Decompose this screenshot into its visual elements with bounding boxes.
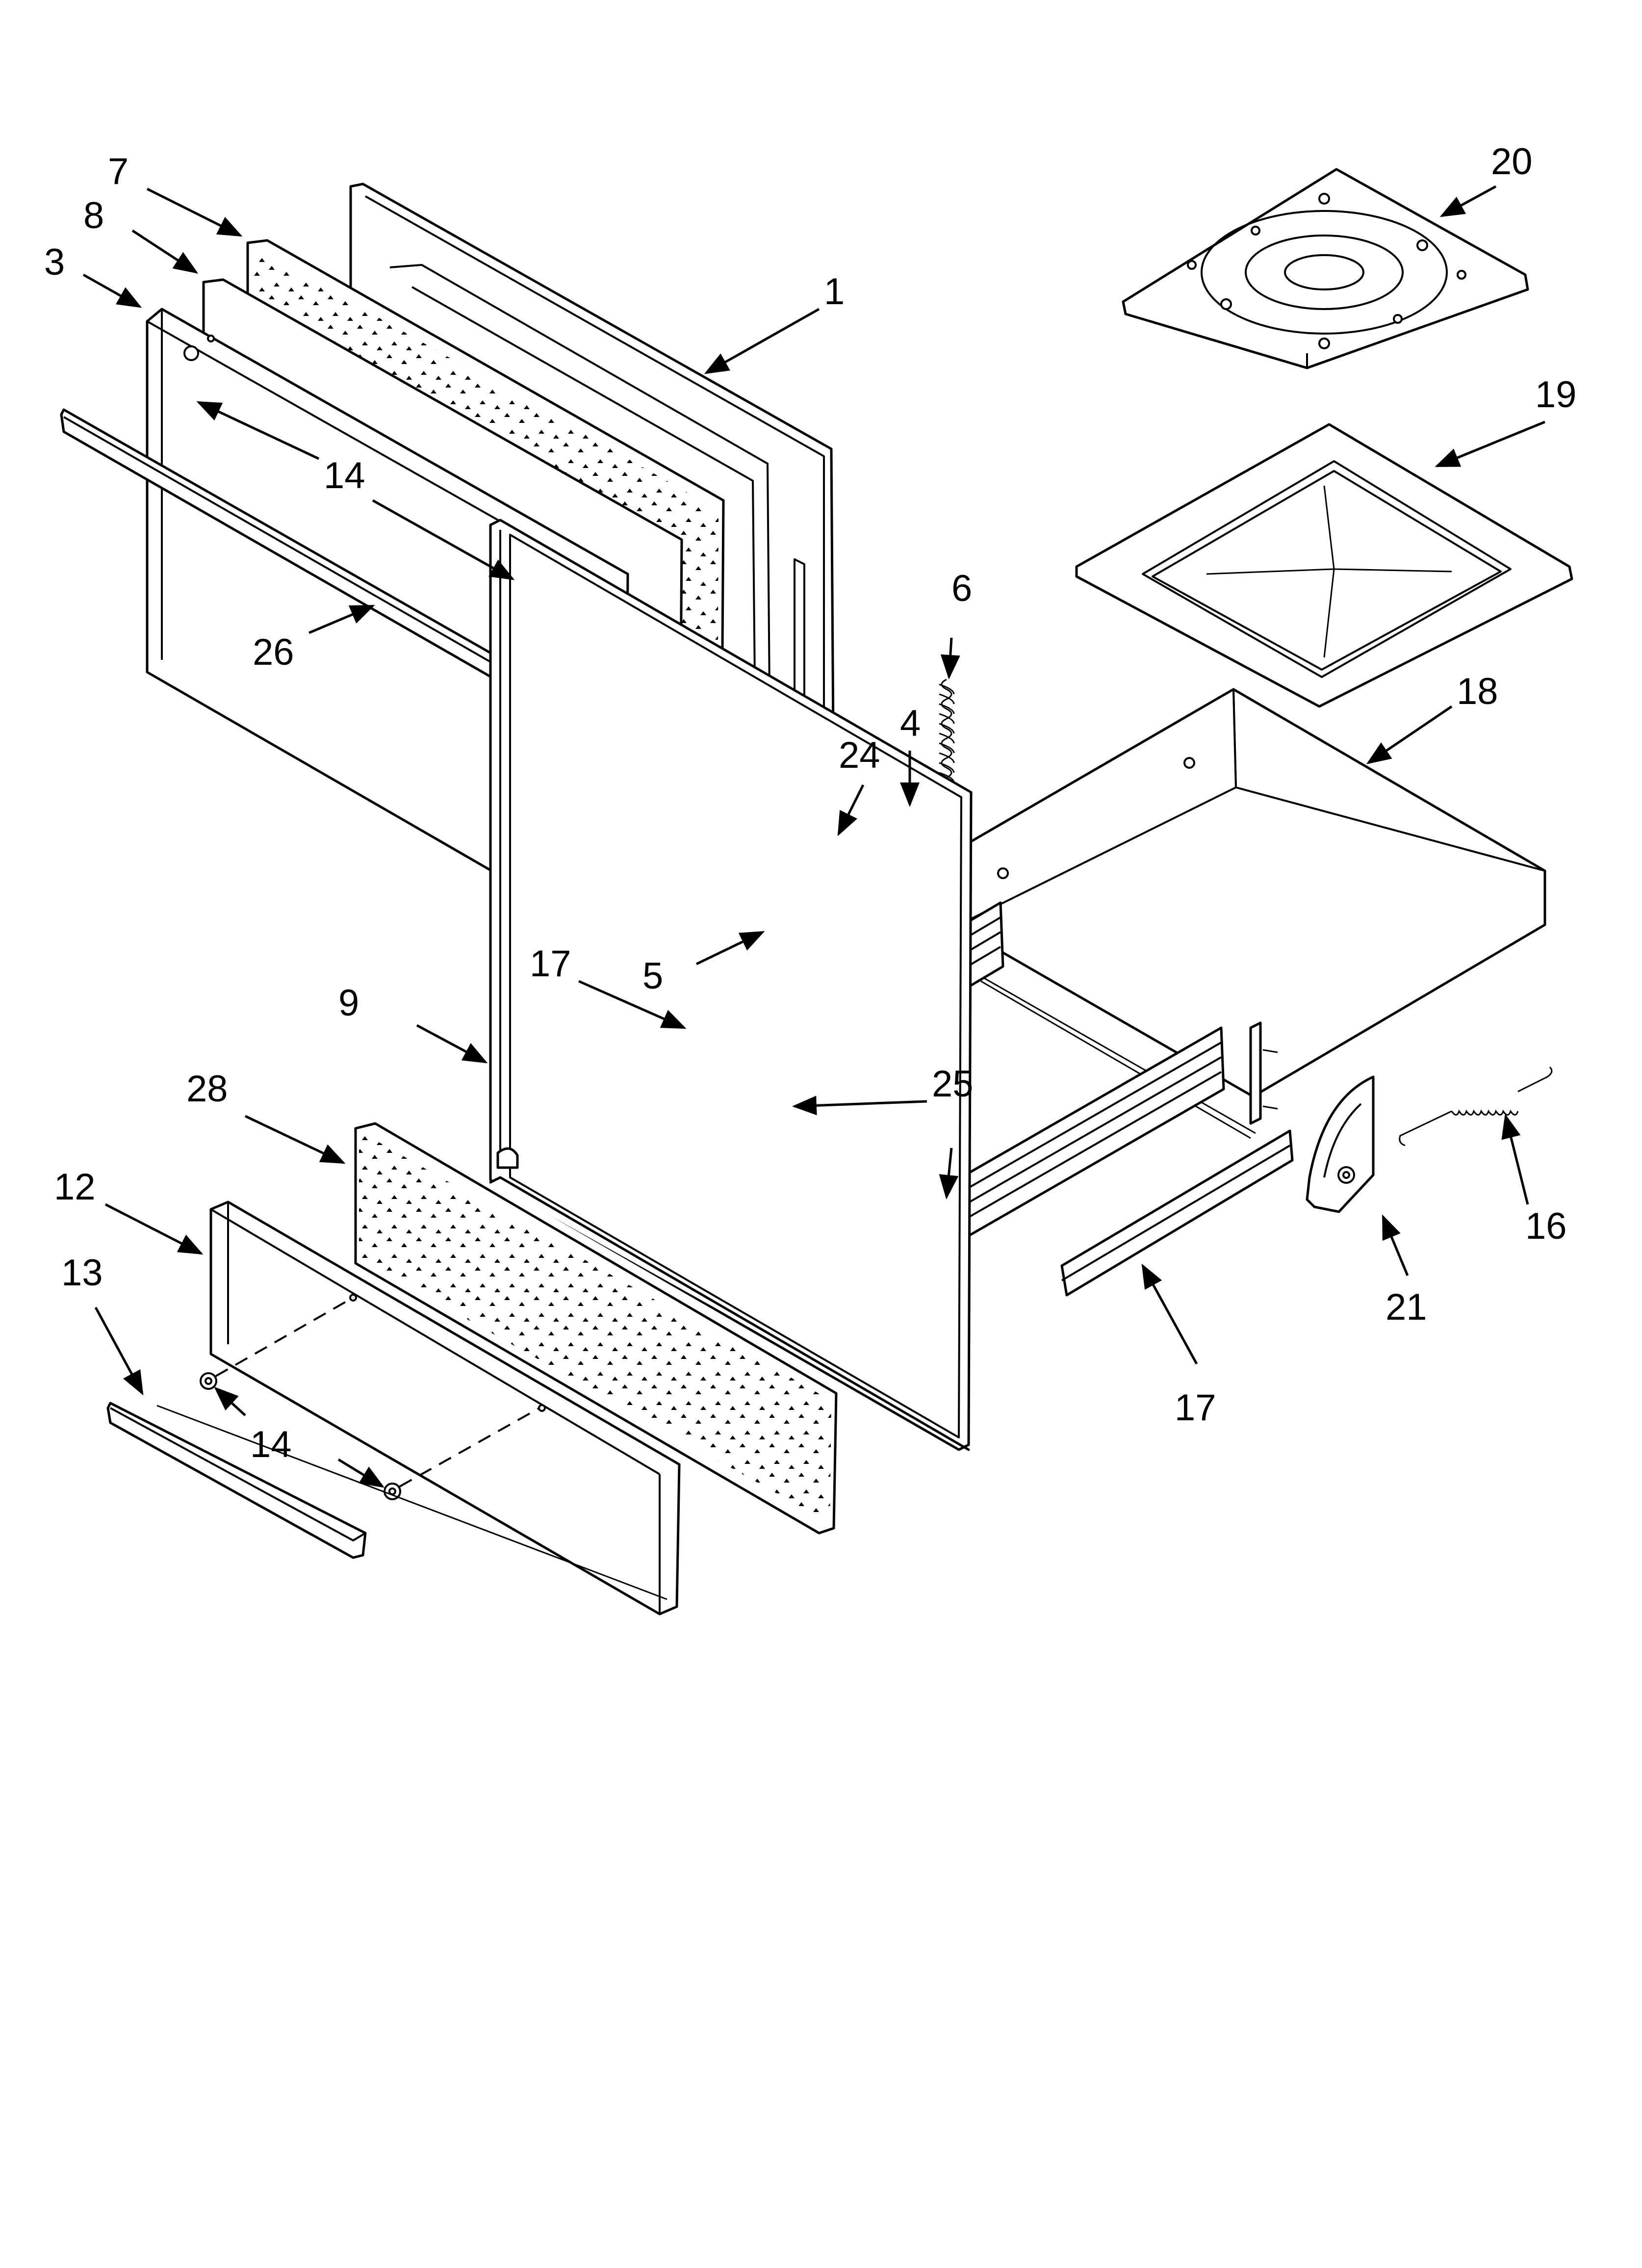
callout-26: 26 — [253, 631, 294, 673]
part-14-washers — [156, 1297, 667, 1600]
callout-3: 3 — [44, 241, 65, 283]
callout-14-lower: 14 — [250, 1424, 292, 1465]
part-13-drawer-handle — [106, 1402, 367, 1559]
callout-21: 21 — [1385, 1286, 1427, 1328]
callout-12: 12 — [54, 1166, 96, 1208]
callout-1: 1 — [824, 271, 845, 313]
callout-24: 24 — [839, 734, 880, 776]
callout-19: 19 — [1535, 374, 1577, 416]
part-20-plate — [1122, 168, 1529, 369]
callout-8: 8 — [83, 195, 104, 236]
callout-labels: 1 3 4 5 6 7 8 9 12 13 14 14 16 17 17 18 … — [44, 141, 1577, 1465]
callout-17-upper: 17 — [530, 943, 571, 985]
callout-6: 6 — [951, 568, 972, 609]
callout-5: 5 — [642, 955, 663, 997]
part-21-bracket — [1306, 1075, 1375, 1213]
part-28-drawer-insulation — [354, 1122, 838, 1535]
callout-7: 7 — [108, 151, 128, 192]
callout-14-upper: 14 — [324, 455, 365, 496]
callout-20: 20 — [1491, 141, 1533, 182]
callout-4: 4 — [900, 703, 921, 744]
callout-13: 13 — [61, 1252, 103, 1294]
callout-25: 25 — [932, 1063, 974, 1105]
callout-18: 18 — [1457, 671, 1498, 712]
part-18-drawer-box — [940, 688, 1546, 1139]
callout-17-lower: 17 — [1175, 1387, 1216, 1429]
part-19-pan — [1075, 423, 1573, 708]
leader-lines — [82, 185, 1545, 1488]
callout-28: 28 — [186, 1068, 228, 1110]
callout-16: 16 — [1525, 1205, 1567, 1247]
part-9-drawer-front-frame — [489, 519, 973, 1451]
callout-9: 9 — [338, 982, 359, 1024]
part-16-spring — [1399, 1066, 1553, 1147]
part-12-drawer-front-panel — [209, 1200, 681, 1616]
part-17-lower-drawer-rail — [1060, 1129, 1294, 1297]
